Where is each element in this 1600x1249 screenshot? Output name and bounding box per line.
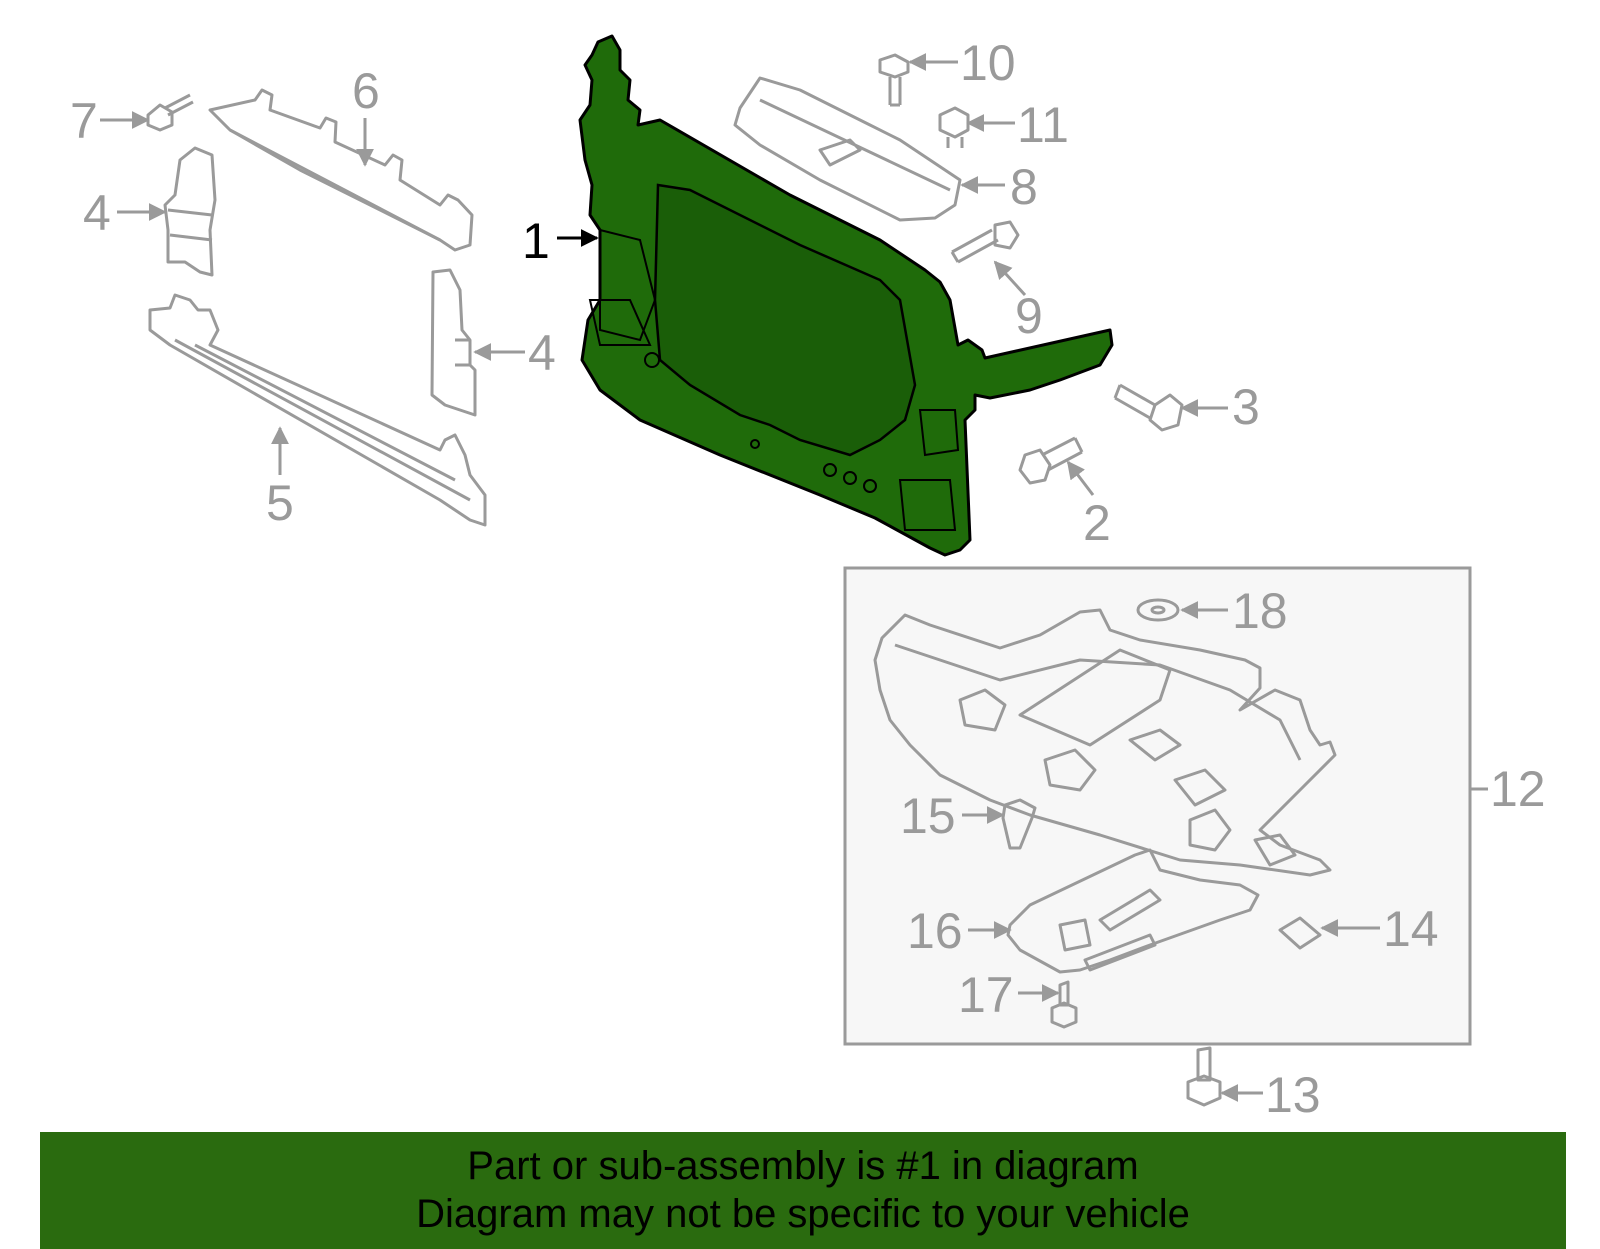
part-7-bolt <box>146 93 194 132</box>
callout-8: 8 <box>1010 159 1038 215</box>
part-9-bolt <box>950 220 1020 264</box>
callout-18: 18 <box>1232 583 1288 639</box>
part-6-air-guide <box>208 88 474 252</box>
part-13-bolt <box>1186 1046 1222 1107</box>
part-4-left-bracket <box>163 146 217 277</box>
callout-4-right: 4 <box>528 325 556 381</box>
callout-14: 14 <box>1383 901 1439 957</box>
callout-4-left: 4 <box>83 185 111 241</box>
callout-13: 13 <box>1265 1067 1321 1123</box>
callout-15: 15 <box>900 788 956 844</box>
part-5-lower-guide <box>148 293 487 527</box>
kit-box <box>843 566 1472 1046</box>
part-3-bolt <box>1113 383 1184 432</box>
part-8-upper-cover <box>733 76 962 222</box>
callout-5: 5 <box>266 475 294 531</box>
banner-line-2: Diagram may not be specific to your vehi… <box>416 1192 1190 1236</box>
callout-3: 3 <box>1232 379 1260 435</box>
part-16-lower-shield <box>1006 848 1260 974</box>
callout-16: 16 <box>907 903 963 959</box>
callout-2: 2 <box>1083 495 1111 551</box>
part-4-right-bracket <box>430 268 477 417</box>
callout-10: 10 <box>960 35 1016 91</box>
info-banner: Part or sub-assembly is #1 in diagram Di… <box>40 1132 1566 1249</box>
part-18-grommet <box>1136 598 1180 622</box>
callout-7: 7 <box>70 93 98 149</box>
part-17-bolt <box>1050 980 1078 1029</box>
callout-9: 9 <box>1015 288 1043 344</box>
part-11-bolt <box>938 106 970 148</box>
callout-17: 17 <box>958 967 1014 1023</box>
part-12-under-cover <box>873 608 1337 877</box>
part-14-nut <box>1278 916 1322 950</box>
callout-1: 1 <box>522 213 550 269</box>
banner-line-1: Part or sub-assembly is #1 in diagram <box>467 1144 1139 1188</box>
part-2-bolt <box>1018 436 1084 485</box>
part-10-bolt <box>878 53 910 107</box>
callout-12: 12 <box>1490 761 1546 817</box>
callout-11: 11 <box>1017 97 1069 153</box>
part-1-radiator-support <box>578 34 1114 557</box>
callout-6: 6 <box>352 63 380 119</box>
